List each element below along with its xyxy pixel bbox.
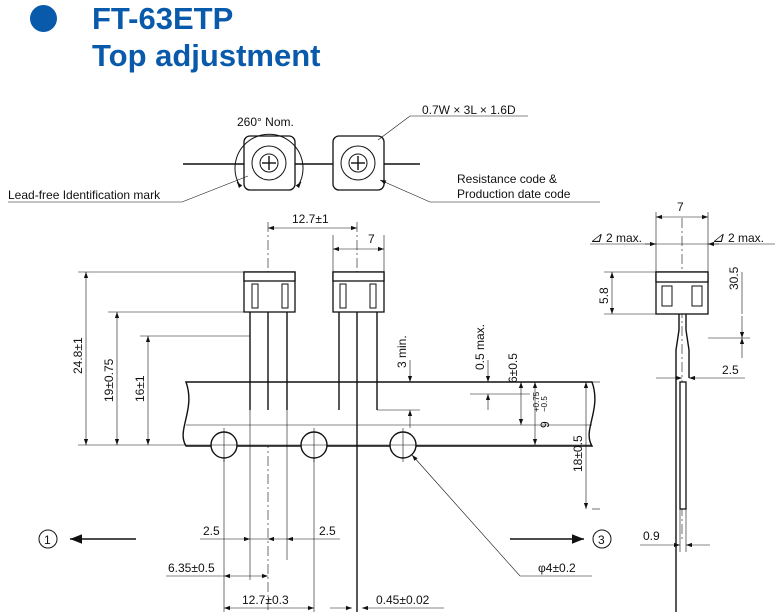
side-lead-b — [685, 314, 690, 378]
side-58-label: 5.8 — [597, 287, 611, 304]
rotation-arrow-right — [295, 181, 302, 189]
d9-label: 9 — [538, 421, 552, 428]
min-3-label: 3 min. — [395, 335, 409, 368]
width-top-label: 7 — [368, 232, 375, 246]
side-25-label: 2.5 — [722, 363, 739, 377]
right-part-notch-b — [369, 283, 377, 309]
product-subtitle: Top adjustment — [92, 38, 321, 73]
d18-label: 18±0.5 — [571, 435, 585, 472]
side-tape — [679, 381, 687, 510]
delta-2max-left-label: 2 max. — [606, 231, 642, 245]
lead-25-right-label: 2.5 — [319, 524, 336, 538]
right-part-notch-a — [339, 283, 347, 309]
top-view-right-rotor — [340, 145, 376, 181]
right-part-top — [332, 271, 385, 282]
lead-dia-label: 0.45±0.02 — [376, 593, 430, 607]
direction-3-label: 3 — [598, 533, 605, 547]
top-view-group: 260° Nom. 0.7W × 3L × 1.6D Lead-free Ide… — [8, 103, 600, 203]
rotation-nom-label: 260° Nom. — [237, 115, 294, 129]
hole-dia-label: φ4±0.2 — [538, 561, 576, 575]
height-total-label: 24.8±1 — [71, 337, 85, 374]
d635-label: 6.35±0.5 — [168, 561, 215, 575]
top-view-left-rotor-inner — [259, 153, 279, 173]
side-part-top — [655, 271, 709, 283]
direction-3-circle — [592, 529, 612, 549]
delta-symbol-right: ⊿ — [712, 229, 724, 245]
title-bullet-icon — [30, 5, 57, 32]
resistance-code-label-1: Resistance code & — [457, 172, 557, 186]
front-view-group: 12.7±1 7 — [38, 212, 612, 612]
d6-label: 6±0.5 — [506, 353, 520, 383]
terminal-size-leader — [377, 115, 528, 141]
resistance-code-leader — [379, 179, 600, 203]
direction-1-circle — [38, 529, 58, 549]
height-16-label: 16±1 — [133, 375, 147, 402]
d9-tol-upper: +0.75 — [532, 391, 541, 412]
side-305-label: 30.5 — [727, 266, 741, 290]
top-view-left-rotor — [251, 145, 287, 181]
delta-symbol-left: ⊿ — [590, 229, 602, 245]
height-19-label: 19±0.75 — [102, 358, 116, 402]
left-part-notch-a — [251, 283, 259, 309]
pitch-bottom-label: 12.7±0.3 — [242, 593, 289, 607]
lead-free-leader — [8, 175, 249, 203]
side-part-notch-a — [661, 285, 673, 307]
side-view-group: 7 ⊿ 2 max. ⊿ 2 max. 5.8 — [590, 200, 775, 612]
side-09-label: 0.9 — [643, 529, 660, 543]
side-part-notch-b — [691, 285, 703, 307]
left-part-top — [243, 271, 296, 282]
lead-free-mark-label: Lead-free Identification mark — [8, 188, 161, 202]
delta-2max-right-label: 2 max. — [728, 231, 764, 245]
resistance-code-label-2: Production date code — [457, 187, 571, 201]
hole-dia-leader — [411, 454, 592, 577]
top-view-right-rotor-inner — [348, 153, 368, 173]
direction-1-label: 1 — [44, 533, 51, 547]
d9-tol-lower: −0.5 — [540, 396, 549, 412]
pitch-top-label: 12.7±1 — [292, 212, 329, 226]
terminal-size-label: 0.7W × 3L × 1.6D — [422, 103, 516, 117]
left-part-notch-b — [281, 283, 289, 309]
rotation-arrow-left — [236, 181, 243, 189]
product-title: FT-63ETP — [92, 1, 234, 36]
lead-25-left-label: 2.5 — [203, 524, 220, 538]
side-width-label: 7 — [677, 200, 684, 214]
rotation-arc — [234, 133, 304, 187]
side-lead-a — [675, 314, 680, 612]
carrier-tape — [182, 381, 596, 447]
max-05-label: 0.5 max. — [473, 324, 487, 370]
